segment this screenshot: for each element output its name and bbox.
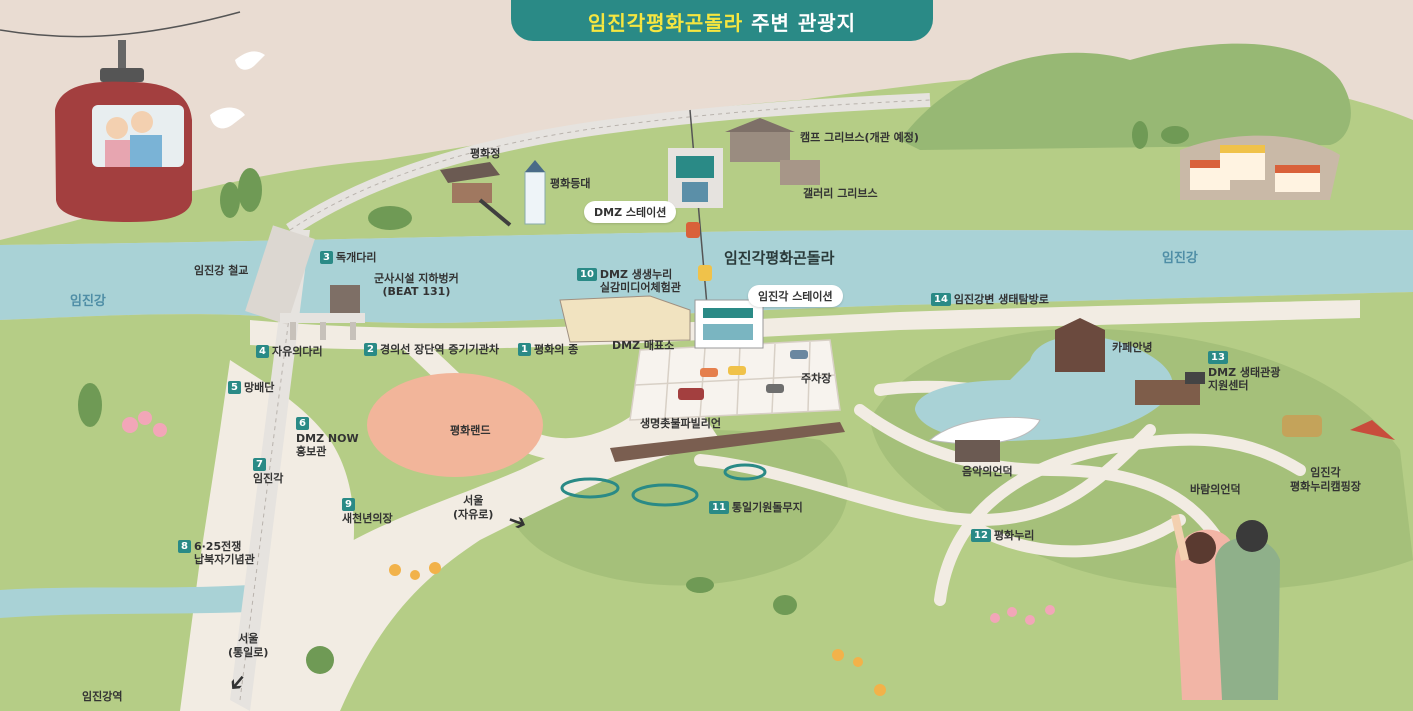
gondola-label: 임진각평화곤돌라 (724, 249, 835, 267)
trees (78, 121, 1189, 674)
label-camping: 임진각 평화누리캠핑장 (1290, 466, 1361, 493)
label-parking: 주차장 (801, 372, 832, 385)
stone-circles (560, 463, 767, 507)
label-seoul-jayuro: 서울 (자유로) (453, 494, 494, 521)
label-seoul-tongilro: 서울 (통일로) (228, 632, 269, 659)
imjingak-station-building (694, 299, 764, 349)
label-peace-lighthouse: 평화등대 (550, 177, 591, 190)
dmz-station-building (668, 148, 723, 208)
pond (915, 336, 1173, 441)
camp-greaves-buildings (725, 118, 820, 185)
river-label-left: 임진강 (70, 294, 106, 309)
freedom-bridge (280, 285, 365, 340)
main-path (250, 300, 1360, 350)
label-wind-hill: 바람의언덕 (1190, 483, 1241, 496)
railway-bridge (230, 93, 931, 711)
label-camp-greaves: 캠프 그리브스(개관 예정) (800, 131, 919, 144)
cable-car-cabin (0, 11, 241, 222)
north-hill (900, 43, 1351, 150)
label-gallery-greaves: 갤러리 그리브스 (803, 187, 878, 200)
label-imjingang-station: 임진강역 (82, 690, 123, 703)
label-peace-pavilion: 평화정 (470, 147, 501, 160)
page-title: 임진각평화곤돌라 주변 관광지 (511, 7, 933, 36)
couple-illustration (1171, 514, 1280, 700)
title-highlight: 임진각평화곤돌라 (587, 11, 744, 35)
peace-land-area (367, 373, 543, 477)
label-life-pavilion: 생명촛불파빌리언 (640, 417, 721, 430)
label-bunker: 군사시설 지하벙커 (BEAT 131) (374, 272, 459, 298)
river-label-right: 임진강 (1162, 251, 1198, 266)
flowers (122, 411, 1055, 625)
title-banner: 임진각평화곤돌라 주변 관광지 (511, 0, 933, 41)
title-rest: 주변 관광지 (751, 11, 857, 35)
label-cafe: 카페안녕 (1112, 341, 1153, 354)
peace-pavilion-illustration (440, 162, 512, 227)
label-music-hill: 음악의언덕 (962, 465, 1013, 478)
label-dmz-ticket: DMZ 매표소 (612, 339, 675, 352)
village (1190, 145, 1320, 192)
label-railway-bridge: 임진강 철교 (194, 264, 249, 277)
label-peace-land: 평화랜드 (450, 424, 491, 437)
imjingak-station-label: 임진각 스테이션 (748, 285, 843, 307)
bunker-line: 군사시설 지하벙커 (BEAT 131) (374, 272, 459, 299)
dmz-station-label: DMZ 스테이션 (584, 201, 677, 223)
